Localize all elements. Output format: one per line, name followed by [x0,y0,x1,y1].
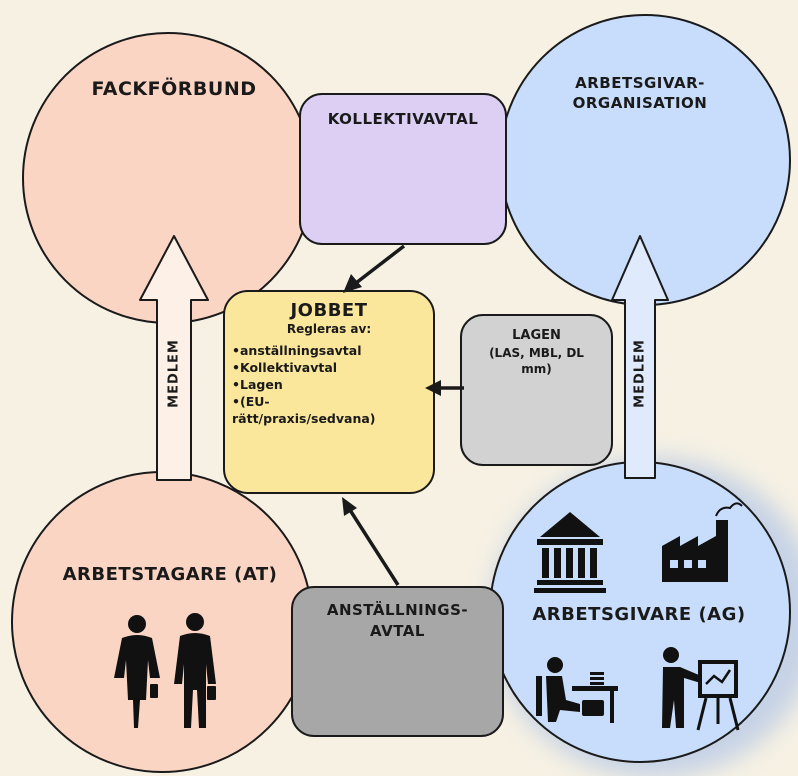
arbetsgivare-label: ARBETSGIVARE (AG) [532,604,746,625]
medlem-left-arrow [139,235,209,481]
arrow-anstallning-to-jobbet [342,497,400,586]
arbetstagare-circle [11,471,313,773]
business-people-icon [114,613,216,728]
kollektivavtal-label: KOLLEKTIVAVTAL [327,110,479,128]
jobbet-item: •Lagen [232,377,283,392]
anstallningsavtal-label-line2: AVTAL [370,622,425,640]
presenter-icon [662,647,740,731]
jobbet-item: rätt/praxis/sedvana) [232,411,376,426]
kollektivavtal-box [299,93,507,245]
medlem-right-label: MEDLEM [632,339,648,408]
jobbet-regulation-list: •anställningsavtal •Kollektivavtal •Lage… [232,342,432,427]
arbetsgivarorg-label-line2: ORGANISATION [572,94,708,112]
arrow-lagen-to-jobbet [425,380,464,396]
anstallningsavtal-label-line1: ANSTÄLLNINGS- [326,601,469,619]
lagen-subtitle-line2: mm) [521,362,552,376]
office-worker-icon [536,657,618,723]
medlem-left-label: MEDLEM [166,339,182,408]
fackforbund-label: FACKFÖRBUND [91,78,257,100]
medlem-right-arrow [611,235,669,479]
arbetstagare-label: ARBETSTAGARE (AT) [62,564,278,585]
jobbet-item: •Kollektivavtal [232,360,338,375]
lagen-title: LAGEN [512,328,561,343]
jobbet-subtitle: Regleras av: [286,322,372,336]
lagen-subtitle-line1: (LAS, MBL, DL [489,346,584,360]
factory-icon [662,502,743,582]
anstallningsavtal-box [291,586,504,737]
arrow-kollektivavtal-to-jobbet [343,244,406,293]
jobbet-item: •(EU- [232,394,270,409]
arbetsgivarorg-label-line1: ARBETSGIVAR- [575,74,705,92]
jobbet-item: •anställningsavtal [232,343,362,358]
jobbet-title: JOBBET [290,300,368,321]
bank-building-icon [534,512,606,593]
lagen-box [460,314,613,466]
